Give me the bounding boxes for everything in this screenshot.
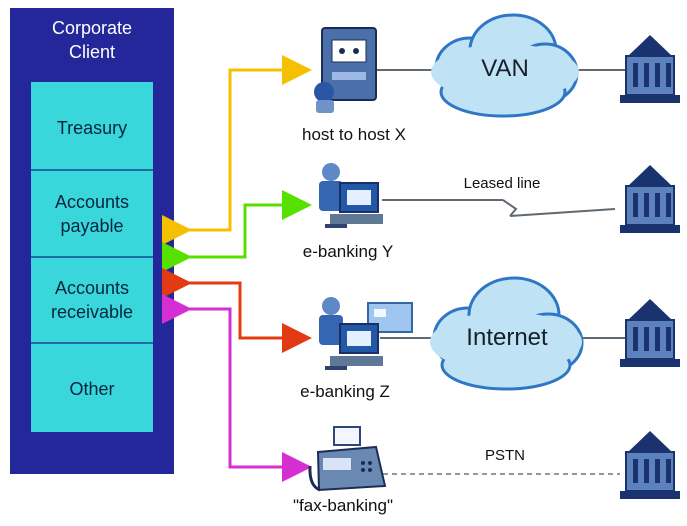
server-icon xyxy=(314,27,377,113)
internet-cloud xyxy=(430,276,584,391)
department-label-line-1: Accounts xyxy=(54,192,130,212)
corporate-title-line-1: Corporate xyxy=(51,18,133,38)
department-label-line-2: payable xyxy=(60,216,124,236)
pstn-label: PSTN xyxy=(484,447,525,464)
corporate-client-title: Corporate Client xyxy=(10,16,174,64)
bank-building-icon xyxy=(620,431,680,499)
fax-banking-label: "fax-banking" xyxy=(293,496,393,515)
bank-building-icon xyxy=(620,299,680,367)
corporate-title-line-2: Client xyxy=(68,42,116,62)
department-other: Other xyxy=(31,377,153,401)
bank-building-icon xyxy=(620,165,680,233)
green-route xyxy=(162,190,312,272)
e-banking-z-label: e-banking Z xyxy=(300,382,390,401)
purple-route xyxy=(162,294,312,482)
department-label: Other xyxy=(69,379,115,399)
department-label: Treasury xyxy=(56,118,128,138)
leased-line-break xyxy=(502,199,518,217)
department-accounts-payable: Accounts payable xyxy=(31,190,153,238)
van-label: VAN xyxy=(481,55,529,82)
bank-building-icon xyxy=(620,35,680,103)
workstation-icon xyxy=(319,297,413,370)
leased-line-label: Leased line xyxy=(463,175,541,192)
department-label-line-1: Accounts xyxy=(54,278,130,298)
internet-label: Internet xyxy=(466,324,548,351)
fax-machine-icon xyxy=(308,426,387,492)
host-to-host-label: host to host X xyxy=(302,125,406,144)
department-accounts-receivable: Accounts receivable xyxy=(31,276,153,324)
e-banking-y-label: e-banking Y xyxy=(302,242,394,261)
department-treasury: Treasury xyxy=(31,116,153,140)
workstation-icon xyxy=(319,163,383,228)
van-cloud xyxy=(431,13,579,118)
leased-line-right xyxy=(509,208,616,217)
department-label-line-2: receivable xyxy=(50,302,134,322)
